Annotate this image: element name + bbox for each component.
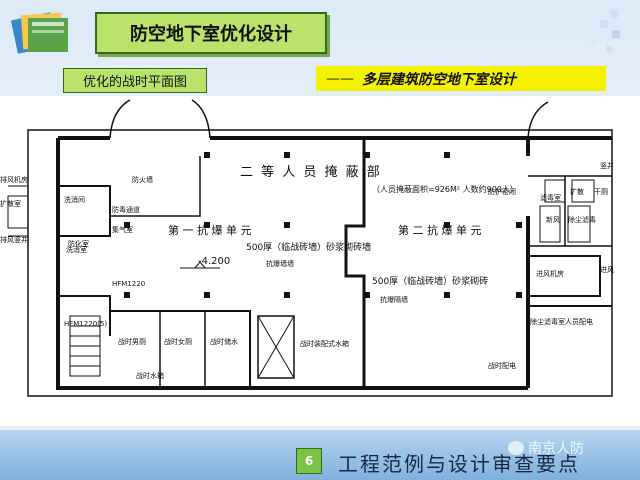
decorative-dots-icon xyxy=(590,10,620,52)
room-gas: 集气室 xyxy=(112,225,133,234)
room-exhaust: 排风机房 xyxy=(0,175,28,184)
room-wc-female: 战时女厕 xyxy=(164,337,192,346)
page-number: 6 xyxy=(296,448,322,474)
room-storage: 战时储水 xyxy=(210,337,238,346)
room-expansion: 扩散室 xyxy=(0,199,21,208)
wall2-line1: 500厚（临战砖墙）砂浆砌砖 xyxy=(372,275,488,287)
room-filter: 滤毒室 xyxy=(540,193,561,202)
water-tank-label: 战时装配式水箱 xyxy=(300,339,349,348)
footer-text: 工程范例与设计审查要点 xyxy=(338,452,580,476)
room-trench: 洗消间 xyxy=(64,195,85,204)
wall1-line2: 抗爆墙墙 xyxy=(266,259,294,268)
wall1-line1: 500厚（临战砖墙）砂浆砌砖墙 xyxy=(246,241,371,253)
room-decon-corridor: 防毒通道 xyxy=(112,205,140,214)
room-oil: 新风 xyxy=(546,215,560,224)
door-note: 防护密闭 xyxy=(488,187,516,196)
room-wc-male: 战时男厕 xyxy=(118,337,146,346)
watermark: 南京人防 xyxy=(508,438,584,458)
room-fan: 进风机房 xyxy=(536,269,564,278)
unit2-label: 第 二 抗 爆 单 元 xyxy=(398,223,481,237)
room-air-in: 进风 xyxy=(600,266,614,274)
door-label-1: HFM1220 xyxy=(112,280,145,288)
room-dry-toilet: 干厕 xyxy=(594,188,608,196)
subtitle-dash: —— xyxy=(326,70,354,87)
room-air-shaft: 竖井 xyxy=(600,161,614,170)
room-exhaust-shaft: 排风竖井 xyxy=(0,235,28,244)
books-logo-icon xyxy=(10,12,68,54)
room-pollution: 除尘滤毒室人员配电 xyxy=(530,317,593,326)
room-gas-decon: 防化室 xyxy=(68,239,89,248)
slide-title: 防空地下室优化设计 xyxy=(95,12,327,54)
unit1-label: 第 一 抗 爆 单 元 xyxy=(168,223,251,237)
area-note: （人员掩蔽面积=926M² 人数约900人） xyxy=(372,184,518,194)
elevation-label: -4.200 xyxy=(198,256,230,267)
door-label-2: HFM1220(5) xyxy=(64,320,107,328)
center-title: 二 等 人 员 掩 蔽 部 xyxy=(240,164,382,180)
wall2-line2: 抗爆隔墙 xyxy=(380,295,408,304)
subtitle-left: 优化的战时平面图 xyxy=(63,68,207,93)
room-filter-decon: 除尘滤毒 xyxy=(568,215,596,224)
room-expansion2: 扩散 xyxy=(570,187,584,196)
subtitle-right: —— 多层建筑防空地下室设计 xyxy=(316,66,606,91)
wechat-icon xyxy=(508,441,524,455)
room-water: 战时水箱 xyxy=(136,371,164,380)
room-washroom: 洗消室 xyxy=(66,245,87,254)
room-boiler: 战时配电 xyxy=(488,361,516,370)
watermark-text: 南京人防 xyxy=(528,441,584,457)
floor-plan: 二 等 人 员 掩 蔽 部 （人员掩蔽面积=926M² 人数约900人） 第 一… xyxy=(0,96,640,426)
subtitle-right-text: 多层建筑防空地下室设计 xyxy=(362,71,516,88)
room-fire-wall: 防火墙 xyxy=(132,175,153,184)
